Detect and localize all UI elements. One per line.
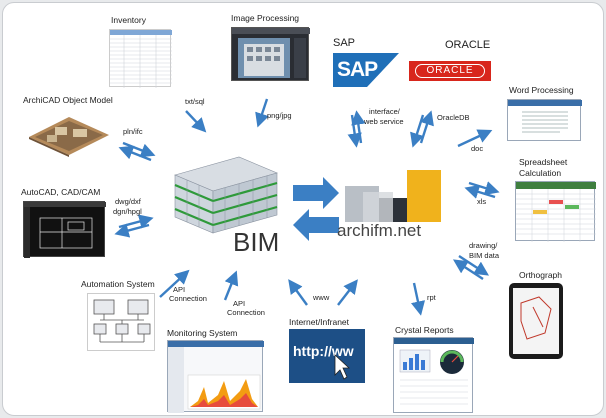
- sap-logo-icon: [333, 53, 399, 87]
- arrow-archicad-left: [118, 145, 152, 162]
- arrow-automation: [159, 269, 190, 298]
- archifm-label: archifm.net: [337, 221, 422, 240]
- archicad-label: ArchiCAD Object Model: [23, 95, 113, 105]
- spreadsheet-thumbnail: [515, 181, 596, 242]
- sap-logo: SAP: [333, 53, 399, 87]
- arrow-archicad-right: [122, 141, 156, 158]
- orthograph-label: Orthograph: [519, 270, 562, 280]
- edge-www: www: [313, 293, 330, 302]
- edge-xls: xls: [477, 197, 487, 206]
- table-icon: [110, 30, 172, 88]
- network-icon: [93, 299, 151, 343]
- report-icon: [394, 338, 474, 405]
- oracle-label: ORACLE: [445, 39, 491, 51]
- arrows-layer: [114, 98, 500, 316]
- inventory-label: Inventory: [111, 15, 146, 25]
- internet-thumbnail: http://ww: [289, 329, 365, 383]
- edge-api1-line1: API: [173, 285, 186, 294]
- sap-label: SAP: [333, 37, 356, 49]
- edge-interface-line2: web service: [364, 117, 404, 126]
- archifm-chart-logo: [343, 168, 443, 222]
- tablet-icon: [513, 288, 559, 354]
- edge-doc: doc: [471, 144, 484, 153]
- word-processing-thumbnail: [507, 99, 582, 141]
- internet-label: Internet/Infranet: [289, 317, 350, 327]
- edge-drawing-line2: BIM data: [469, 251, 500, 260]
- arrow-word: [457, 129, 493, 148]
- edge-txt-sql: txt/sql: [185, 97, 205, 106]
- word-processing-label: Word Processing: [509, 85, 574, 95]
- edge-interface-line1: interface/: [369, 107, 400, 116]
- automation-label: Automation System: [81, 279, 155, 289]
- monitoring-thumbnail: [167, 340, 264, 413]
- oracle-logo: ORACLE: [409, 61, 491, 81]
- inventory-thumbnail: [109, 29, 172, 88]
- edge-api2-line1: API: [233, 299, 246, 308]
- monitoring-label: Monitoring System: [167, 328, 238, 338]
- spreadsheet-icon: [516, 182, 596, 242]
- arrow-bim-to-archifm: [293, 177, 339, 209]
- house-model-icon: [29, 117, 109, 157]
- automation-thumbnail: [87, 293, 155, 351]
- archicad-thumbnail: [25, 107, 113, 157]
- bar-chart-logo-icon: [345, 170, 441, 222]
- arrow-oracle-up: [419, 110, 434, 144]
- arrow-xls-right: [468, 181, 500, 196]
- edge-api2-line2: Connection: [227, 308, 265, 317]
- arrow-monitoring: [223, 270, 239, 301]
- oracle-logo-text: ORACLE: [426, 65, 474, 76]
- building-icon: [174, 156, 278, 234]
- document-icon: [508, 100, 582, 133]
- arrow-inventory: [185, 110, 207, 133]
- arrow-rpt: [410, 282, 426, 316]
- arrow-drawing-up: [452, 259, 484, 281]
- edge-png-jpg: png/jpg: [267, 111, 292, 120]
- cad-drawing-icon: [24, 202, 106, 258]
- autocad-thumbnail: [23, 201, 106, 258]
- autocad-label: AutoCAD, CAD/CAM: [21, 187, 101, 197]
- spreadsheet-label-line2: Calculation: [519, 168, 562, 178]
- crystal-label: Crystal Reports: [395, 325, 454, 335]
- spreadsheet-label-line1: Spreadsheet: [519, 157, 568, 167]
- arrow-image: [255, 98, 269, 128]
- arrow-www-right: [337, 279, 358, 306]
- cursor-icon: [334, 354, 351, 380]
- bim-building: [169, 149, 281, 235]
- edge-dwg-line2: dgn/hpgl: [113, 207, 142, 216]
- sap-logo-text: SAP: [337, 58, 378, 81]
- bim-label: BIM: [233, 227, 280, 257]
- url-text: http://ww: [293, 343, 354, 359]
- edge-oracledb: OracleDB: [437, 113, 470, 122]
- arrow-sap-down: [347, 114, 362, 148]
- arrow-www-left: [288, 279, 308, 306]
- edge-drawing-line1: drawing/: [469, 241, 498, 250]
- arrow-xls-left: [464, 184, 496, 199]
- image-processing-thumbnail: [231, 27, 310, 81]
- edge-dwg-line1: dwg/dxf: [115, 197, 141, 206]
- image-processing-label: Image Processing: [231, 13, 300, 23]
- orthograph-tablet: [509, 283, 563, 359]
- arrow-sap-up: [351, 110, 366, 144]
- edge-api1-line2: Connection: [169, 294, 207, 303]
- edge-pln-ifc: pln/ifc: [123, 127, 143, 136]
- graph-window-icon: [168, 341, 264, 413]
- photo-icon: [232, 28, 310, 78]
- edge-rpt: rpt: [427, 293, 436, 302]
- arrow-drawing-down: [458, 254, 490, 276]
- arrow-archifm-to-bim: [293, 209, 339, 241]
- crystal-thumbnail: [393, 337, 474, 413]
- arrow-autocad-left: [114, 223, 150, 238]
